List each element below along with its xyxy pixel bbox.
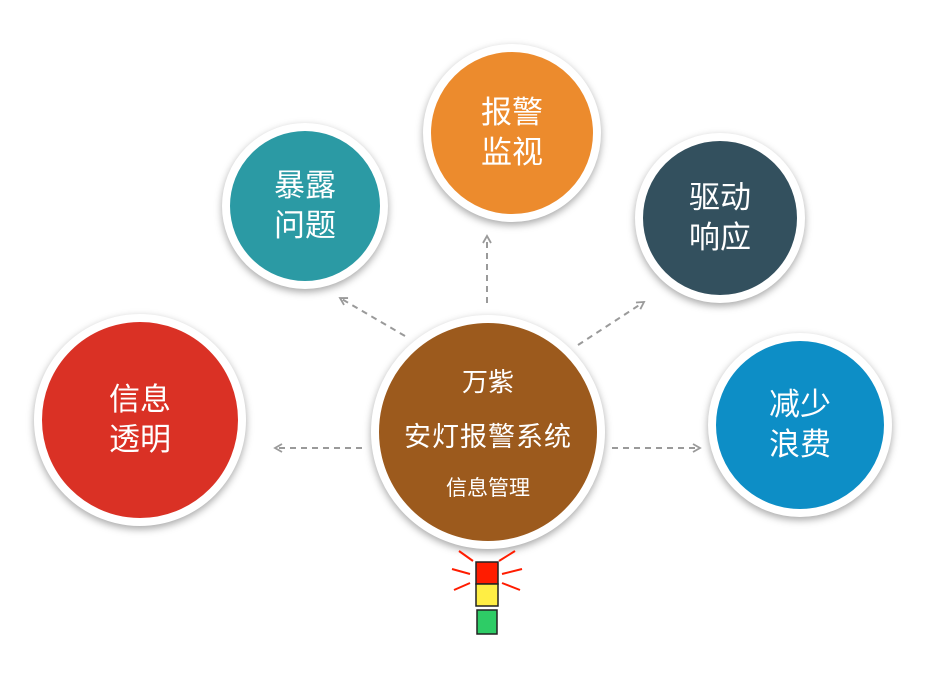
node-expose-problems: 暴露 问题 — [222, 123, 388, 289]
node-center-andon-system: 万紫 安灯报警系统 信息管理 — [371, 315, 605, 549]
center-title-line1: 万紫 — [461, 368, 514, 398]
node-label-line: 监视 — [481, 135, 543, 171]
node-label-line: 减少 — [769, 386, 831, 423]
alarm-flash-rays — [451, 550, 523, 591]
node-label-line: 报警 — [481, 94, 543, 131]
arrow-to-expose-problems — [338, 297, 406, 337]
andon-green-lamp — [476, 609, 498, 635]
node-label-line: 浪费 — [769, 427, 831, 463]
arrow-to-drive-response — [577, 301, 646, 346]
node-drive-response: 驱动 响应 — [635, 133, 805, 303]
node-label-line: 信息 — [109, 381, 171, 418]
node-alarm-monitoring: 报警 监视 — [423, 44, 601, 222]
andon-light-icon — [451, 550, 523, 635]
node-label-line: 响应 — [689, 220, 751, 256]
center-title-line2: 安灯报警系统 — [404, 422, 572, 453]
node-label-line: 透明 — [109, 422, 171, 458]
andon-red-lamp — [475, 561, 499, 585]
node-label-line: 问题 — [274, 208, 336, 244]
node-label-line: 驱动 — [689, 179, 751, 216]
center-title-line3: 信息管理 — [446, 476, 530, 500]
node-reduce-waste: 减少 浪费 — [708, 333, 892, 517]
node-information-transparency: 信息 透明 — [34, 314, 246, 526]
andon-yellow-lamp — [475, 583, 499, 607]
node-label-line: 暴露 — [274, 167, 336, 204]
